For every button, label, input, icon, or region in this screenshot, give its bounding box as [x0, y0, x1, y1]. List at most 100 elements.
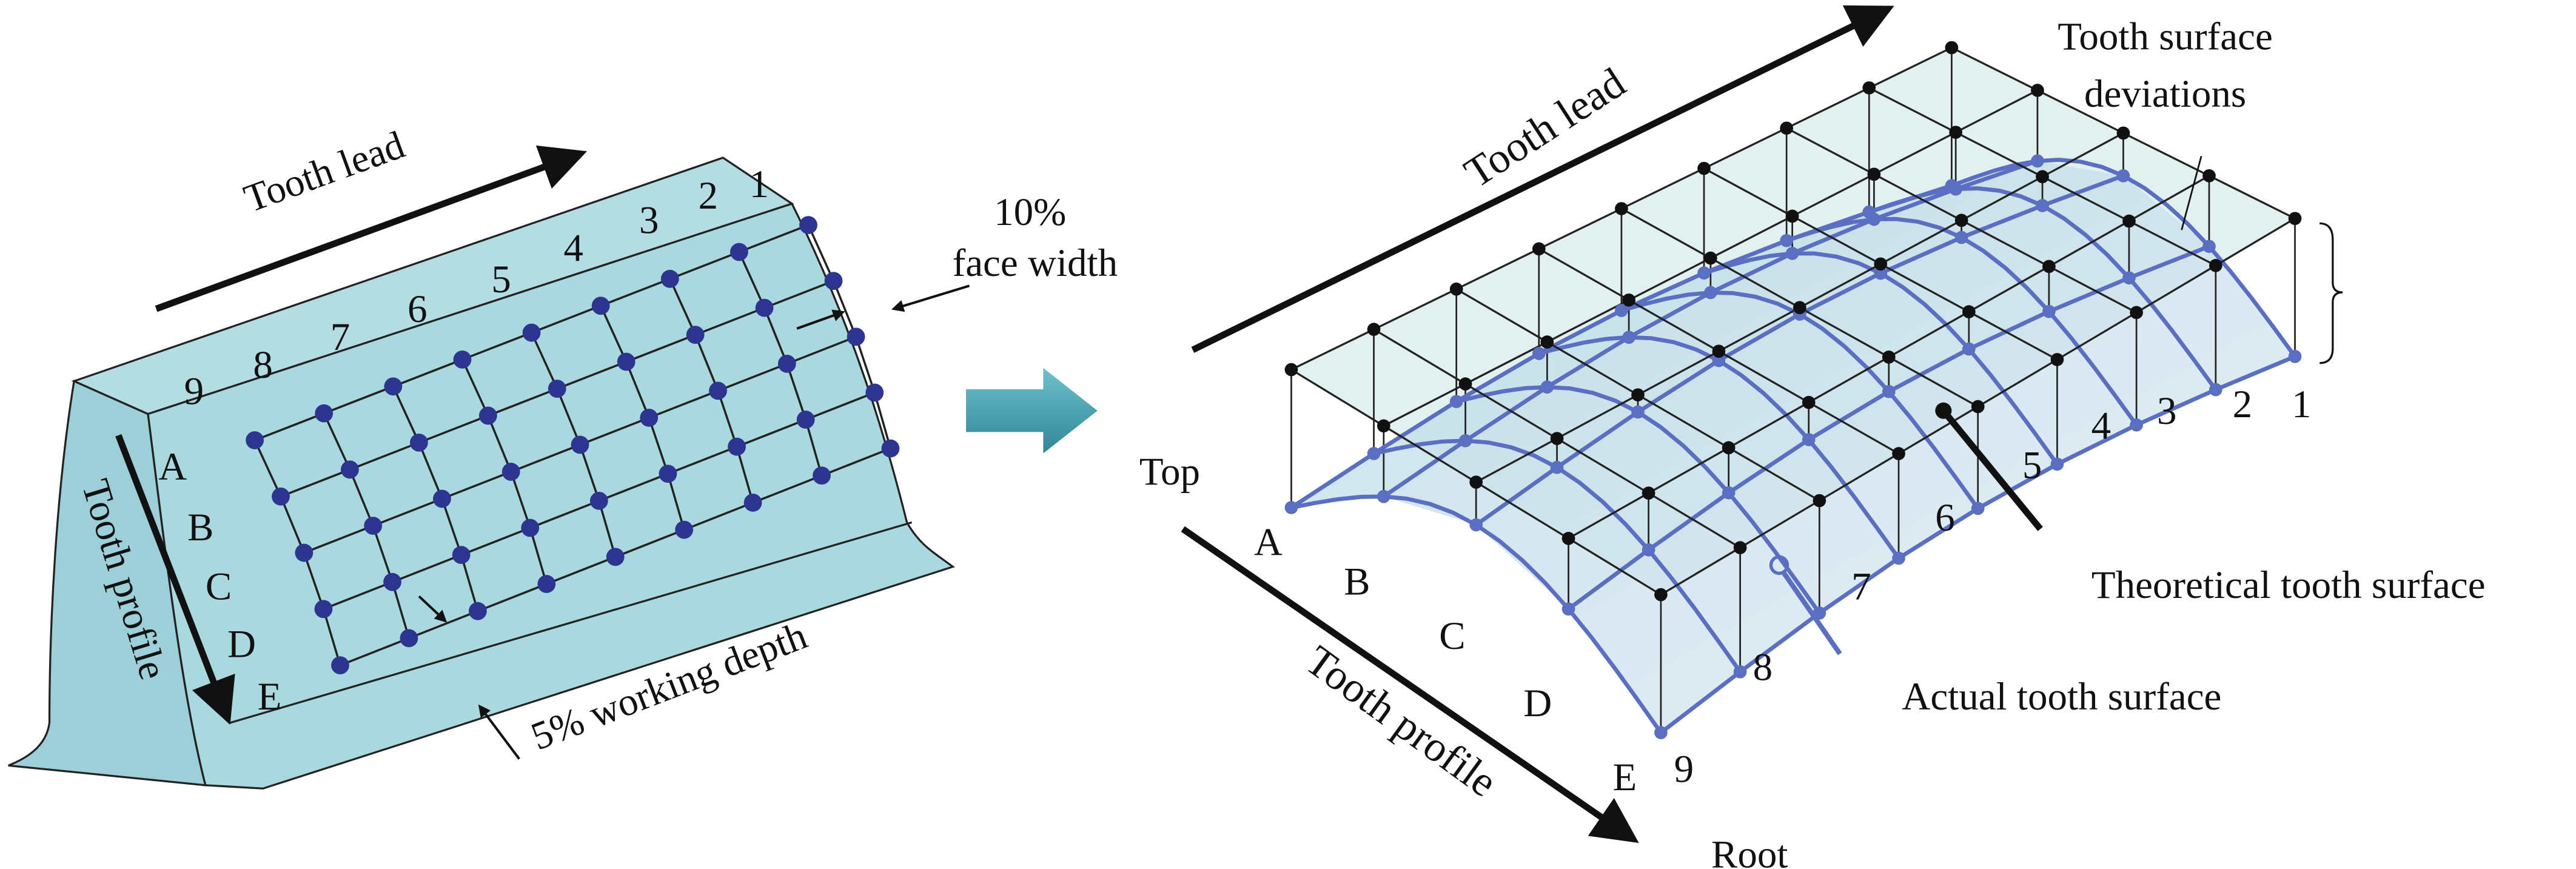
depth-arrow [418, 595, 448, 623]
theoretical-point [1697, 161, 1711, 175]
theoretical-leader [1940, 408, 2043, 531]
theoretical-point [1962, 305, 1976, 318]
measurement-point [341, 460, 359, 479]
lead-number-label: 3 [639, 199, 659, 243]
face-width-percent: 10% [994, 190, 1066, 234]
measurement-point [799, 216, 817, 235]
actual-point [1367, 447, 1381, 460]
measurement-point [659, 465, 677, 483]
measurement-point [813, 466, 831, 485]
theoretical-point [1733, 541, 1747, 554]
theoretical-point [2116, 126, 2130, 140]
actual-point [1540, 380, 1554, 394]
measurement-point [315, 404, 334, 423]
measurement-point [478, 406, 497, 425]
measurement-point [686, 326, 705, 344]
measurement-point [571, 435, 589, 454]
deviations-label-line1: Tooth surface [2058, 15, 2273, 58]
face-width-label: face width [953, 241, 1118, 285]
profile-letter-label: B [187, 506, 213, 549]
measurement-point [453, 351, 472, 369]
theoretical-point [1377, 419, 1390, 433]
actual-point [1561, 602, 1575, 616]
surface-deviation-grid [1284, 41, 2302, 739]
measurement-point [409, 433, 428, 452]
measurement-point [272, 487, 290, 506]
lead-number-label: 2 [699, 174, 719, 218]
theoretical-point [1631, 388, 1645, 401]
profile-letter-label: E [1612, 756, 1637, 799]
measurement-point [384, 377, 403, 396]
deviation-bracket [2319, 222, 2343, 364]
lead-number-label: 7 [1851, 565, 1871, 609]
theoretical-point [1532, 242, 1546, 256]
theoretical-point [1704, 251, 1717, 265]
theoretical-point [1550, 432, 1564, 445]
theoretical-point [1449, 282, 1463, 296]
measurement-point [295, 543, 314, 562]
measurement-point [709, 381, 727, 400]
theoretical-point [1793, 301, 1806, 315]
profile-letter-label: B [1344, 560, 1370, 604]
tooth-lead-arrow [155, 145, 588, 312]
profile-letter-label: A [158, 445, 187, 489]
measurement-point [743, 494, 762, 512]
root-fillet-line [230, 521, 913, 724]
theoretical-surface-label: Theoretical tooth surface [2091, 563, 2486, 607]
profile-letter-label: E [258, 675, 282, 719]
theoretical-point [1813, 494, 1826, 508]
theoretical-point [1367, 323, 1381, 336]
actual-point [1642, 543, 1655, 557]
lead-number-label: 4 [2091, 404, 2111, 448]
transition-arrow [966, 367, 1098, 454]
measurement-point [847, 327, 865, 346]
right-tooth-profile-label: Tooth profile [1297, 637, 1506, 807]
actual-point [2202, 240, 2216, 253]
lead-number-label: 6 [408, 287, 428, 331]
theoretical-point [1954, 213, 1968, 227]
actual-point [1785, 247, 1799, 260]
tooth-lead-label: Tooth lead [238, 123, 410, 221]
top-label: Top [1139, 450, 1200, 494]
theoretical-point [1642, 486, 1655, 500]
actual-point [1284, 501, 1298, 514]
actual-point [1780, 233, 1793, 247]
theoretical-point [1945, 41, 1959, 55]
theoretical-point [2042, 260, 2056, 273]
actual-point [2209, 383, 2222, 397]
actual-point [1449, 395, 1463, 409]
deviations-label-line2: deviations [2084, 72, 2246, 116]
measurement-point [660, 269, 679, 288]
profile-letter-label: A [1254, 521, 1283, 565]
theoretical-point [1785, 209, 1799, 223]
actual-surface-label: Actual tooth surface [1902, 675, 2221, 719]
lead-number-label: 9 [1674, 747, 1694, 791]
actual-point [1469, 518, 1483, 532]
lead-number-label: 8 [253, 343, 273, 387]
tooth-profile-arrow [115, 434, 235, 725]
measurement-point [548, 380, 566, 398]
theoretical-point [2130, 306, 2143, 320]
measurement-point [383, 572, 401, 591]
profile-letter-label: C [206, 565, 232, 609]
lead-number-label: 3 [2157, 389, 2177, 433]
measurement-point [501, 463, 520, 481]
theoretical-point [2202, 169, 2216, 183]
theoretical-point [1892, 447, 1905, 460]
measurement-point [331, 656, 349, 674]
actual-point [1954, 230, 1968, 244]
actual-point [1802, 433, 1816, 446]
root-label: Root [1711, 833, 1788, 869]
measurement-point [755, 298, 774, 317]
lead-number-label: 5 [2022, 443, 2042, 487]
actual-point [1867, 212, 1881, 226]
tooth-flank-face [147, 202, 955, 790]
actual-point [1971, 502, 1985, 515]
theoretical-point [1867, 167, 1881, 181]
theoretical-point [1469, 475, 1483, 489]
theoretical-point [1654, 588, 1668, 602]
measurement-point [865, 383, 884, 402]
lead-number-label: 7 [330, 315, 351, 359]
theoretical-point [2050, 353, 2064, 366]
